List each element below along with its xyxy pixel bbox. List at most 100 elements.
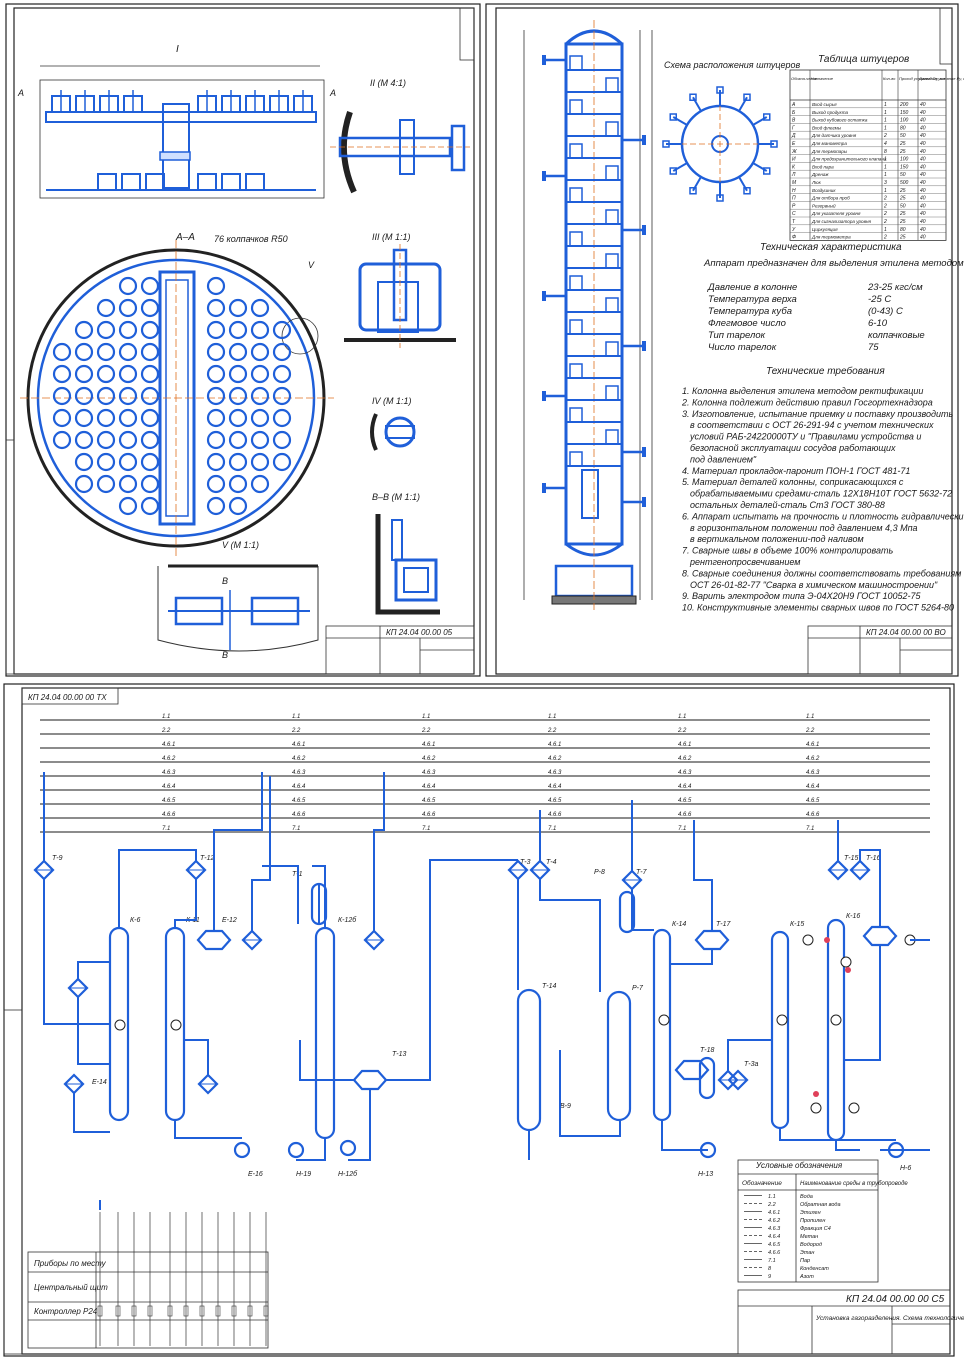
nozzle-table-cell: 40 (920, 196, 926, 202)
nozzle-table-cell: Для отбора проб (811, 196, 850, 201)
nozzle-table-cell: Для термометра (811, 235, 851, 240)
nozzle-table-cell: К (792, 164, 796, 170)
scheme-flange (669, 113, 677, 121)
scheme-nozzle (692, 176, 702, 192)
nozzle-table-cell: А (791, 102, 796, 108)
section-marker-a-right: А (329, 88, 336, 98)
sheet-1-outer-frame (5, 3, 481, 677)
header-line-code: 4.6.2 (162, 756, 176, 762)
nozzle-flange (542, 171, 546, 181)
bubble-cap (140, 320, 160, 340)
instrument-bubble (776, 1014, 788, 1026)
bubble-cap (228, 452, 248, 472)
nozzle-flange (542, 55, 546, 65)
bubble-cap (118, 452, 138, 472)
bubble-cap (206, 430, 226, 450)
equipment-tag: Е-14 (92, 1079, 107, 1086)
pump (287, 1141, 305, 1159)
instrument-box (167, 1305, 173, 1317)
instrumentation-table (27, 1251, 269, 1349)
requirement-line: условий РАБ-24220000ТУ и "Правилами устр… (689, 432, 921, 442)
bubble-cap (118, 496, 138, 516)
downcomer (605, 429, 619, 445)
nozzle-flange (642, 225, 646, 235)
header-line-code: 4.6.3 (292, 770, 306, 776)
pipe-line (835, 1140, 860, 1151)
nozzle-table-cell: 1 (884, 102, 887, 108)
drum (698, 1056, 716, 1100)
legend-name: Азот (799, 1274, 814, 1280)
bubble-cap-side (97, 173, 117, 191)
equipment-tag: В-9 (560, 1103, 571, 1110)
tech-param: Температура куба (708, 306, 792, 317)
heat-exchanger (363, 929, 385, 951)
instrument-bubble (114, 1019, 126, 1031)
header-line-code: 4.6.1 (806, 742, 819, 748)
bubble-cap (140, 276, 160, 296)
distillation-column (523, 20, 653, 610)
nozzle-table-cell: 40 (920, 157, 926, 163)
header-line-code: 4.6.5 (422, 798, 436, 804)
bubble-cap (96, 430, 116, 450)
sheet-1-title-block (325, 625, 475, 675)
header-line-code: 4.6.4 (548, 784, 562, 790)
nozzle-flange (642, 341, 646, 351)
column-nozzles (542, 55, 646, 507)
nozzle-table-cell: 40 (920, 164, 926, 170)
nozzle-table-cell: 2 (883, 203, 887, 209)
legend-code: 4.6.2 (768, 1218, 780, 1224)
requirement-line: безопасной эксплуатации сосудов работающ… (690, 443, 896, 453)
view-ii-label: II (М 4:1) (370, 78, 406, 88)
pipe-line (631, 889, 654, 931)
requirement-line: в вертикальном положении-под наливом (690, 534, 864, 544)
nozzle-table-cell: 1 (884, 188, 887, 194)
view-iv-detail (370, 413, 416, 451)
nozzle-table-cell: 2 (883, 196, 887, 202)
legend-name: Фракция С4 (800, 1226, 831, 1232)
view-ii-nozzle-detail (330, 111, 470, 194)
heat-exchanger (717, 1069, 739, 1091)
header-line-code: 1.1 (422, 714, 430, 720)
sheet-1: I А А II (М 4:1) III (М 1:1) (5, 3, 481, 677)
bubble-cap (206, 342, 226, 362)
nozzle-table-cell: Р (792, 203, 796, 209)
bubble-cap (250, 408, 270, 428)
nozzle-table-cell: Вход флегмы (812, 125, 842, 130)
sheet-1-inner-frame (13, 7, 475, 675)
equipment-tag: Н-13 (698, 1171, 713, 1178)
nozzle-table-cell: Вход сырья (812, 102, 837, 107)
bubble-cap (206, 386, 226, 406)
header-line-code: 4.6.3 (678, 770, 692, 776)
nozzle-scheme-spokes (662, 86, 778, 202)
requirement-line: 5. Материал деталей колонны, соприкасающ… (682, 477, 904, 487)
nozzle-table-cell: 25 (899, 149, 906, 155)
view-i-shell (39, 79, 325, 199)
nozzle-table-cell: 1 (884, 110, 887, 116)
header-line-code: 2.2 (677, 728, 687, 734)
scheme-flange (770, 140, 778, 148)
sheet-2-corner-stamp (939, 7, 953, 65)
bubble-cap (228, 320, 248, 340)
nozzle-table-cell: 1 (884, 227, 887, 233)
heat-exchanger (849, 859, 871, 881)
nozzle-table-cell: Ф (792, 235, 796, 241)
nozzle-flange (642, 135, 646, 145)
nozzle-table-cell: 40 (920, 133, 926, 139)
header-line-code: 4.6.1 (678, 742, 691, 748)
scheme-flange (689, 93, 697, 101)
nozzle-table-cell: П (792, 196, 796, 202)
header-line-code: 4.6.3 (422, 770, 436, 776)
pipe-line (251, 776, 271, 931)
scheme-flange (716, 86, 724, 94)
nozzle-table-header: Назначение (811, 76, 834, 81)
header-line-code: 4.6.4 (678, 784, 692, 790)
sheet-1-stamp-code: КП 24.04 00.00 05 (386, 628, 453, 637)
view-v-detail (157, 564, 319, 652)
scheme-flange (662, 140, 670, 148)
instr-row-central: Центральный щит (34, 1283, 108, 1292)
header-line-code: 1.1 (806, 714, 814, 720)
bubble-cap (118, 386, 138, 406)
requirement-line: 8. Сварные соединения должны соответство… (682, 568, 961, 578)
downcomer (605, 341, 619, 357)
sheet-3-stamp-code: КП 24.04 00.00 00 С5 (846, 1294, 945, 1305)
